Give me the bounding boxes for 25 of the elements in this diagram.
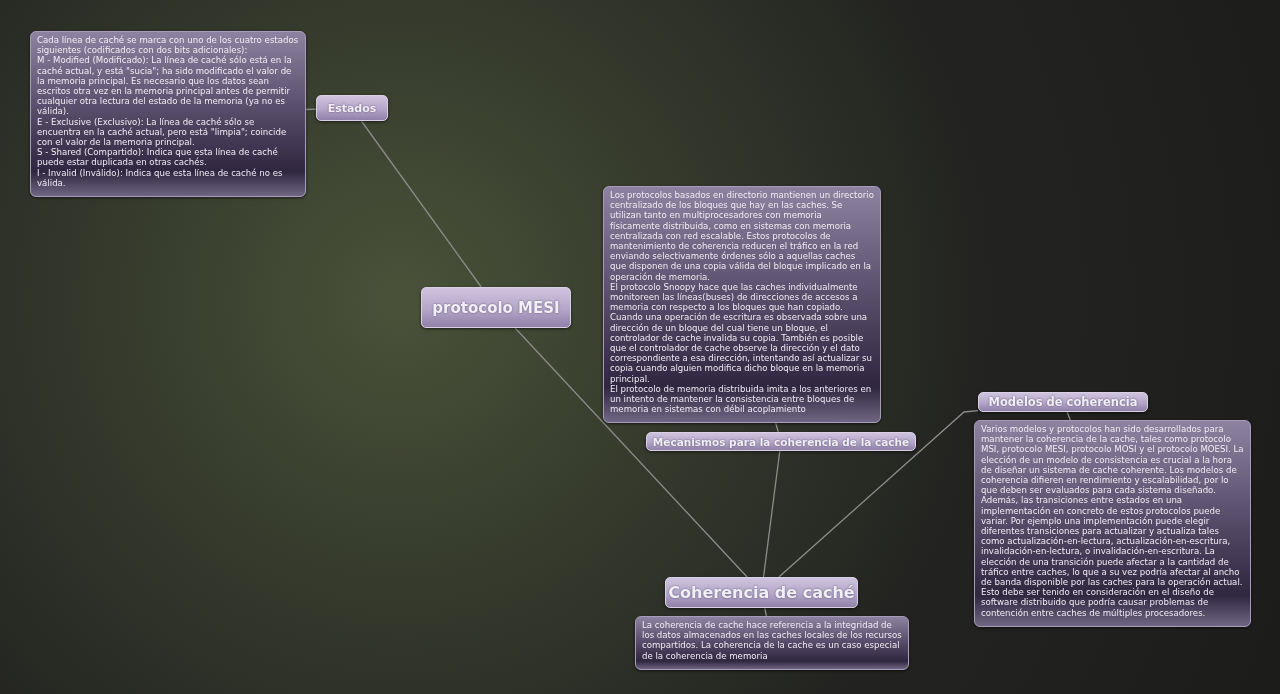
topic-box: Modelos de coherencia xyxy=(978,392,1148,412)
connector-line xyxy=(775,422,779,433)
connector-line xyxy=(762,450,781,578)
note-text: Varios modelos y protocolos han sido desarrollados para mantener la coherencia de la cache, tales como protocolo MSI, protocolo MESI, protocolo MOSI y el protocolo MOESI. La elección de un modelo de consistencia es crucial a la hora de diseñar un sistema de cache coherente. Los modelos de coherencia difieren en rendimiento y escalabilidad, por lo que deben ser evaluados para cada sistema diseñado. Además, las transiciones entre estados en una implementación en concreto de estos protocolos puede variar. Por ejemplo una implementación puede elegir diferentes transiciones para actualizar y actualiza tales como actualización-en-lectura, actualización-en-escritura, invalidación-en-lectura, o invalidación-en-escritura. La elección de una transición puede afectar a la cantidad de tráfico entre caches, lo que a su vez podría afectar al ancho de banda disponible por las caches para la operación actual. Esto debe ser tenido en consideración en el diseño de software distribuido que podría causar problemas de contención entre caches de múltiples procesadores. xyxy=(981,424,1244,618)
topic-box: Coherencia de caché xyxy=(665,577,858,608)
note-text: I - Invalid (Inválido): Indica que esta línea de caché no es válida. xyxy=(37,167,284,189)
topic-box: protocolo MESI xyxy=(421,287,571,328)
connector-line xyxy=(778,409,979,578)
note-text: Los protocolos basados en directorio mantienen un directorio centralizado de los bloques que hay en las caches. Se utilizan tanto en multiprocesadores con memoria físicamente distribuida, como en sistemas con memoria centralizada con red escalable. Estos protocolos de mantenimiento de coherencia reducen el tráfico en la red enviando selectivamente órdenes sólo a aquellas caches que disponen de una copia válida del bloque implicado en la operación de memoria. xyxy=(610,190,874,282)
note-text: La coherencia de cache hace referencia a la integridad de los datos almacenados en las caches locales de los recursos compartidos. La coherencia de la cache es un caso especial de la coherencia de memoria xyxy=(642,620,902,661)
connector-line xyxy=(1066,411,1071,421)
note-text: El protocolo de memoria distribuida imita a los anteriores en un intento de mantener la consistencia entre bloques de memoria en sistemas con débil acoplamiento xyxy=(610,383,873,415)
note-text: S - Shared (Compartido): Indica que esta línea de caché puede estar duplicada en otras cachés. xyxy=(37,147,279,168)
note-text: M - Modified (Modificado): La línea de caché sólo está en la caché actual, y está "sucia"; ha sido modificado el valor de la memoria principal. Es necesario que los datos sean escritos otra vez en la memoria principal antes de permitir cualquier otra lectura del estado de la memoria (ya no es válida). xyxy=(37,55,293,117)
connector-line xyxy=(360,120,482,288)
note-box xyxy=(30,31,306,198)
topic-box: Estados xyxy=(316,95,388,121)
note-text: El protocolo Snoopy hace que las caches individualmente monitoreen las líneas(buses) de direcciones de accesos a memoria con respecto a los bloques que han copiado. Cuando una operación de escritura es observada sobre una dirección de un bloque del cual tiene un bloque, el controlador de cache invalida su copia. También es posible que el controlador de cache observe la dirección y el dato correspondiente a esa dirección, intentando así actualizar su copia cuando alguien modifica dicho bloque en la memoria principal. xyxy=(610,281,873,384)
topic-box: Mecanismos para la coherencia de la cache xyxy=(646,432,916,451)
connector-line xyxy=(514,327,748,578)
note-text: Cada línea de caché se marca con uno de los cuatro estados siguientes (codificados con dos bits adicionales): xyxy=(37,35,299,56)
note-box xyxy=(603,186,881,424)
note-text: E - Exclusive (Exclusivo): La línea de caché sólo se encuentra en la caché actual, pero está "limpia"; coincide con el valor de la memoria principal. xyxy=(37,116,288,148)
note-box xyxy=(635,616,909,670)
connector-line xyxy=(764,607,768,617)
